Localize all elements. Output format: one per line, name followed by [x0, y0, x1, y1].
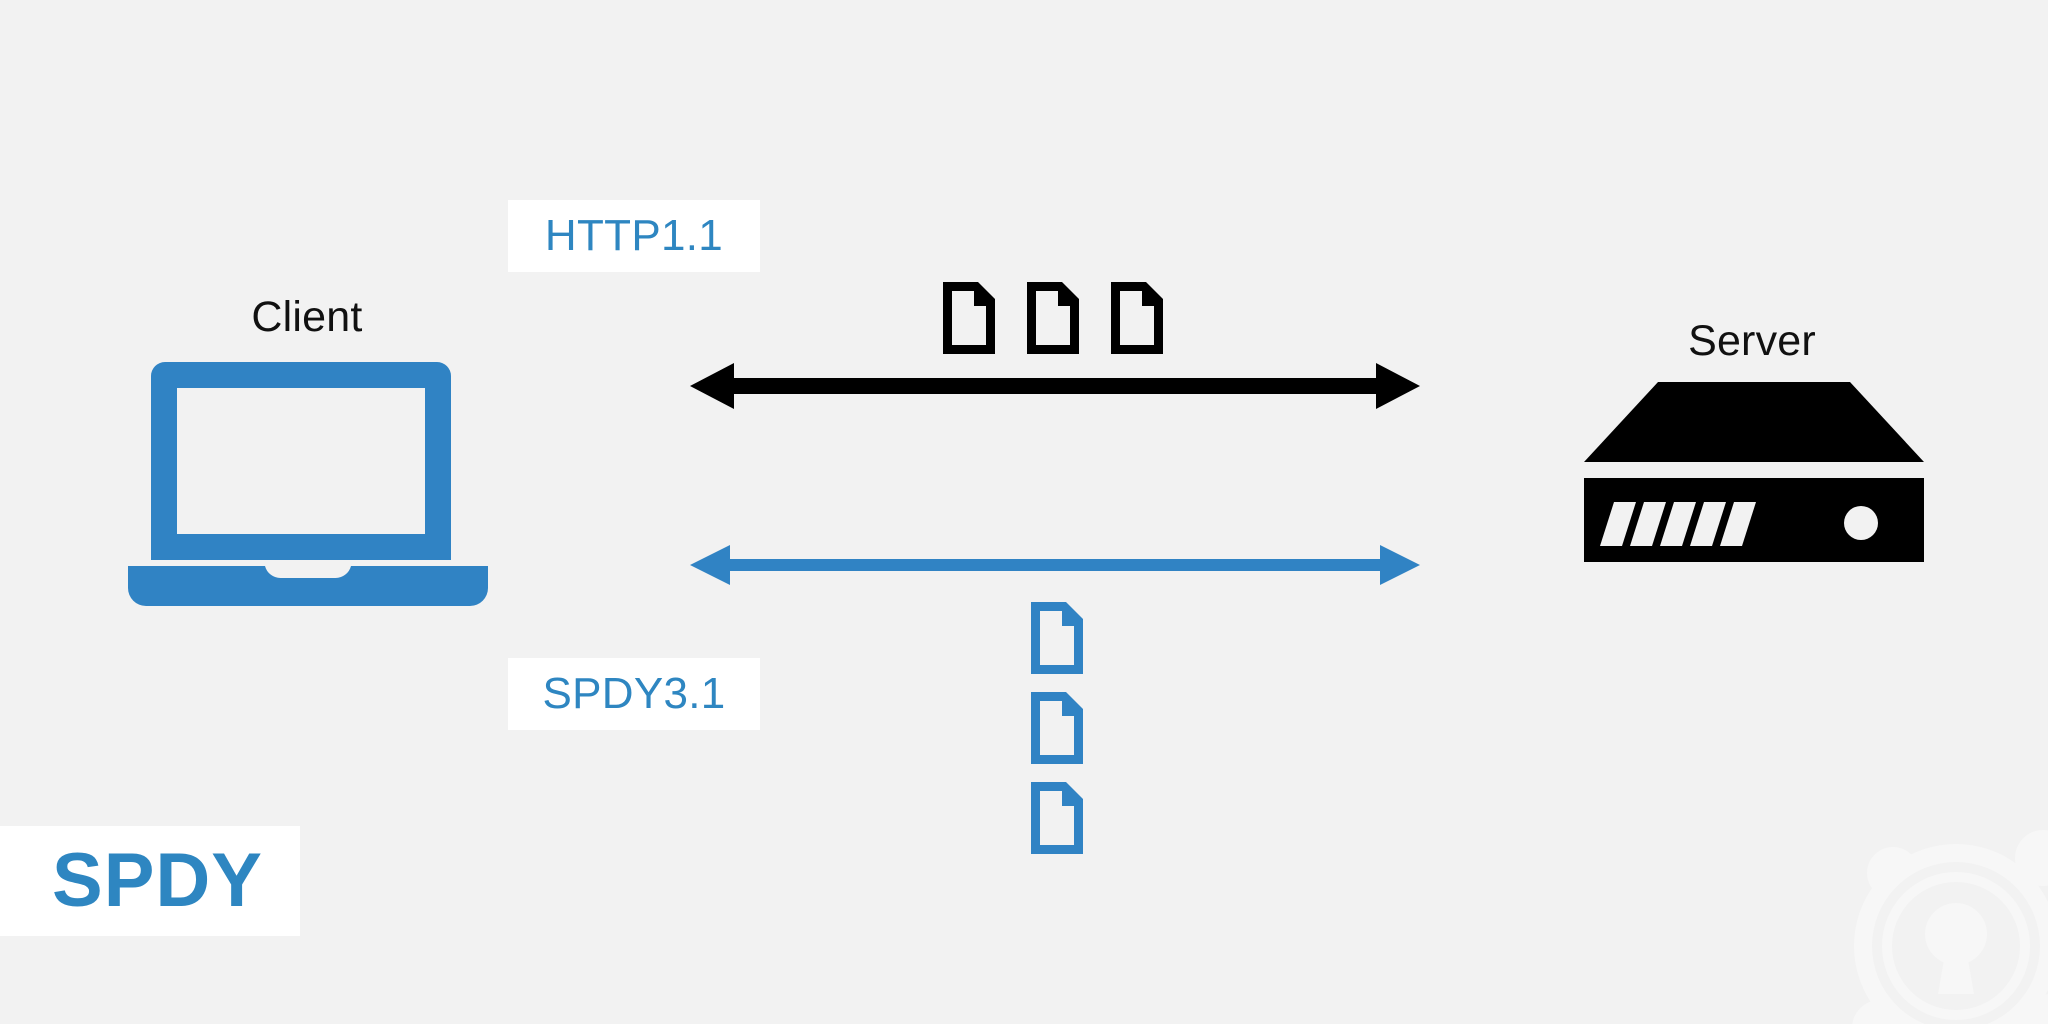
- spdy31-document-group: [1028, 602, 1088, 854]
- file-document-icon: [1028, 782, 1084, 854]
- spdy31-tag-label: SPDY3.1: [542, 669, 726, 718]
- file-document-icon: [940, 282, 996, 354]
- server-top: [1584, 382, 1924, 462]
- spdy31-tag: SPDY3.1: [508, 658, 760, 730]
- http11-bidirectional-arrow: [690, 358, 1420, 414]
- http11-tag: HTTP1.1: [508, 200, 760, 272]
- keyhole-shield-watermark-icon: [1838, 828, 2048, 1024]
- server-led-icon: [1844, 506, 1878, 540]
- spdy31-bidirectional-arrow: [690, 542, 1420, 588]
- file-document-icon: [1028, 602, 1084, 674]
- http11-document-group: [940, 282, 1180, 354]
- server-label: Server: [1688, 317, 1816, 365]
- spdy-logo-plate: SPDY: [0, 826, 300, 936]
- laptop-base: [128, 566, 488, 606]
- http11-tag-label: HTTP1.1: [544, 211, 724, 260]
- file-document-icon: [1108, 282, 1164, 354]
- spdy-logo-text: SPDY: [52, 838, 263, 923]
- laptop-screen: [151, 362, 451, 560]
- file-document-icon: [1028, 692, 1084, 764]
- server-rack-icon: [1584, 382, 1924, 562]
- file-document-icon: [1024, 282, 1080, 354]
- client-label: Client: [251, 293, 363, 341]
- laptop-icon: [128, 362, 488, 606]
